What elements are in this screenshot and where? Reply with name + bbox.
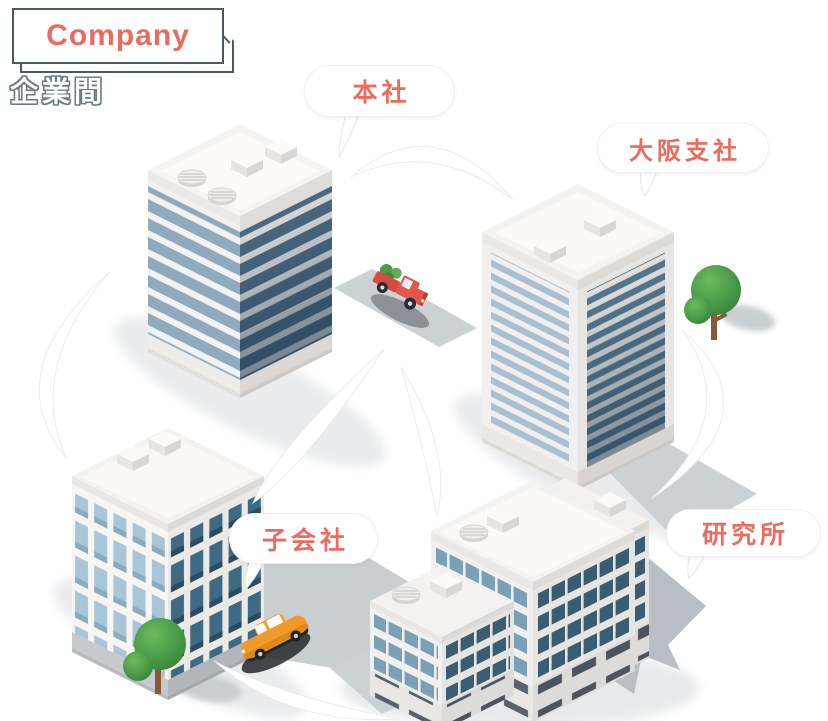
page-subtitle: 企業間 — [10, 76, 107, 107]
arc-bottom — [213, 660, 401, 721]
building-headquarters — [148, 124, 332, 398]
label-bubble-subsidiary: 子会社 — [230, 514, 377, 563]
red-truck — [371, 264, 429, 328]
roof-fan — [177, 169, 207, 188]
arc-left — [38, 271, 111, 459]
arc-center-right — [400, 366, 442, 517]
label-bubble-headquarters: 本社 — [305, 66, 454, 116]
label-bubble-osaka-branch: 大阪支社 — [598, 124, 768, 172]
arc-top — [350, 146, 514, 201]
tree-right — [684, 265, 741, 340]
roof-fan — [207, 187, 237, 206]
roof-fan — [459, 524, 489, 543]
orange-car — [240, 614, 311, 674]
building-research-institute — [370, 478, 649, 721]
roof-fan — [391, 586, 421, 605]
hq-cast-shadow — [334, 269, 477, 347]
connection-arcs — [38, 146, 725, 721]
arc-right — [650, 329, 725, 500]
label-bubble-research-institute: 研究所 — [667, 510, 820, 556]
bubble-tails — [245, 109, 707, 591]
company-card-front: Company — [12, 8, 224, 64]
company-card: Company — [12, 8, 234, 73]
tree-left — [123, 618, 186, 694]
arc-center-left — [252, 348, 385, 505]
tree-right-shadow — [720, 304, 776, 332]
building-osaka-branch — [482, 184, 674, 490]
card-title: Company — [46, 19, 190, 52]
